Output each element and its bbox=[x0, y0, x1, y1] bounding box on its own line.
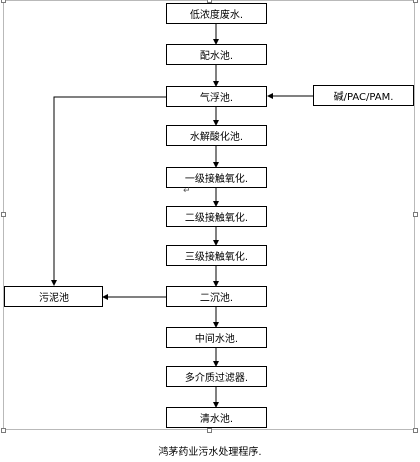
step-tertiary-contact-oxidation: 三级接触氧化. bbox=[166, 245, 267, 266]
resize-handle-bottom-right[interactable] bbox=[413, 428, 418, 433]
step-secondary-clarifier: 二沉池. bbox=[166, 286, 267, 307]
paragraph-return-mark: ↵ bbox=[183, 186, 191, 196]
step-primary-contact-oxidation: 一级接触氧化. bbox=[166, 167, 267, 188]
resize-handle-top-left[interactable] bbox=[1, 0, 6, 3]
step-hydrolysis-acidification-tank: 水解酸化池. bbox=[166, 125, 267, 146]
line-flotation-to-sludge bbox=[51, 96, 166, 286]
resize-handle-top-right[interactable] bbox=[413, 0, 418, 3]
resize-handle-bottom-mid[interactable] bbox=[207, 428, 212, 433]
diagram-caption: 鸿茅药业污水处理程序. bbox=[158, 447, 262, 458]
step-multimedia-filter: 多介质过滤器. bbox=[166, 366, 267, 387]
step-clear-water-tank: 清水池. bbox=[166, 407, 267, 428]
resize-handle-top-mid[interactable] bbox=[207, 0, 212, 3]
resize-handle-bottom-left[interactable] bbox=[1, 428, 6, 433]
step-secondary-contact-oxidation: 二级接触氧化. bbox=[166, 206, 267, 227]
resize-handle-mid-left[interactable] bbox=[1, 212, 6, 217]
sludge-tank-box: 污泥池 bbox=[4, 286, 103, 307]
step-low-concentration-wastewater: 低浓度废水. bbox=[166, 3, 267, 24]
step-distribution-tank: 配水池. bbox=[166, 44, 267, 65]
step-intermediate-tank: 中间水池. bbox=[166, 327, 267, 348]
step-air-flotation-tank: 气浮池. bbox=[166, 86, 267, 107]
resize-handle-mid-right[interactable] bbox=[413, 212, 418, 217]
chemicals-dosing-box: 碱/PAC/PAM. bbox=[313, 85, 414, 106]
